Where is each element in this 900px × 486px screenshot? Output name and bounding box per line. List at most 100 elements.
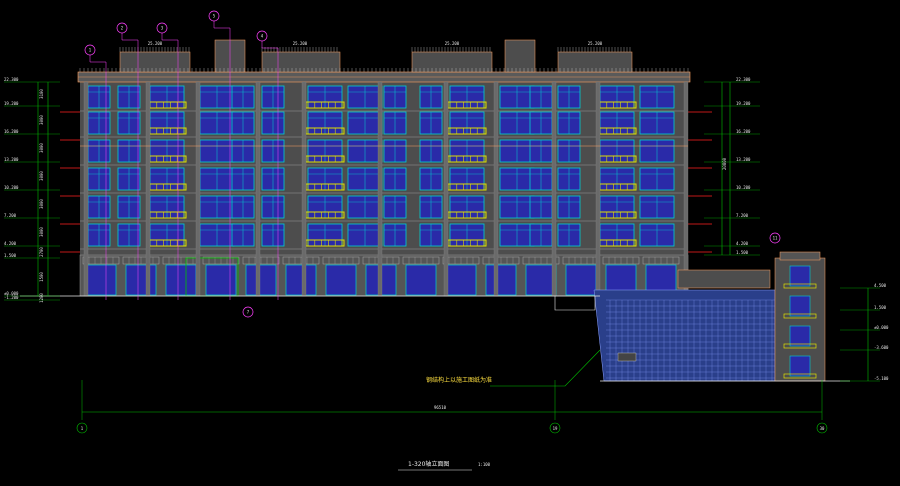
site-step bbox=[554, 296, 596, 311]
annex-upper-block bbox=[677, 269, 771, 289]
left-elevation-mark: 1.500 bbox=[4, 253, 17, 258]
left-dimensions: 22.30019.20016.20013.20010.2007.2004.200… bbox=[4, 77, 60, 303]
roof-elevation-mark: 25.200 bbox=[293, 41, 308, 46]
callout-label: 11 bbox=[773, 236, 778, 241]
pilaster bbox=[145, 81, 151, 297]
pilaster bbox=[255, 81, 261, 297]
annex-elevation-mark: ±0.000 bbox=[874, 325, 889, 330]
left-floor-height: 3000 bbox=[39, 143, 44, 153]
right-elevation-mark: 16.200 bbox=[736, 129, 751, 134]
callout-label: 1 bbox=[89, 48, 92, 53]
pilasters bbox=[80, 81, 689, 297]
leader-line bbox=[490, 349, 601, 387]
pilaster bbox=[301, 81, 307, 297]
right-elevation-group: 22.30019.20016.20013.20010.2007.2004.200… bbox=[704, 77, 760, 256]
callout-label: 5 bbox=[213, 14, 216, 19]
annex-tower-roof bbox=[779, 251, 821, 261]
pilaster bbox=[83, 81, 89, 297]
right-elevation-mark: 10.200 bbox=[736, 185, 751, 190]
annex-window bbox=[789, 355, 811, 377]
right-elevation-mark: 13.200 bbox=[736, 157, 751, 162]
annex-tower-windows bbox=[783, 265, 817, 379]
annex-elevation-mark: -3.600 bbox=[874, 345, 889, 350]
curtain-wall-grid bbox=[606, 299, 775, 381]
callout-label: 4 bbox=[261, 34, 264, 39]
axis-label-1: 1 bbox=[81, 426, 84, 431]
axis-label-19: 19 bbox=[553, 426, 558, 431]
left-floor-height: 3000 bbox=[39, 227, 44, 237]
pilaster bbox=[443, 81, 449, 297]
stair-tower-2 bbox=[504, 39, 536, 73]
right-elevation-mark: 1.500 bbox=[736, 250, 749, 255]
penthouse-2 bbox=[261, 51, 341, 73]
pilaster bbox=[195, 81, 201, 297]
left-floor-height: 3000 bbox=[39, 171, 44, 181]
left-floor-height: 3100 bbox=[39, 89, 44, 99]
axis-bubbles: 1 19 30 bbox=[76, 422, 828, 434]
overall-dim-value: 96510 bbox=[434, 405, 447, 410]
shopfront-window bbox=[245, 264, 277, 296]
shopfront-window bbox=[85, 264, 117, 296]
ground-floor-shopfronts bbox=[82, 256, 680, 297]
drawing-title: 1-320轴立面图 bbox=[408, 460, 449, 468]
shopfront-window bbox=[125, 264, 157, 296]
roof-elevation-mark: 25.200 bbox=[588, 41, 603, 46]
callout-leader bbox=[161, 33, 179, 300]
pilaster bbox=[377, 81, 383, 297]
axis-bubble-19 bbox=[549, 422, 561, 434]
shopfront-window bbox=[445, 264, 477, 296]
left-elevation-group: 22.30019.20016.20013.20010.2007.2004.200… bbox=[4, 77, 60, 303]
detail-callouts: 1 2 3 5 4 7 11 bbox=[84, 10, 781, 318]
callout-label: 3 bbox=[161, 26, 164, 31]
shopfront-window bbox=[205, 264, 237, 296]
annex-balcony bbox=[783, 313, 817, 319]
penthouse-4 bbox=[557, 51, 633, 73]
axis-label-30: 30 bbox=[820, 426, 825, 431]
annex-building bbox=[593, 251, 826, 382]
right-total-dimension: 20800 bbox=[722, 157, 727, 170]
overall-dimension: 96510 bbox=[81, 380, 823, 420]
shopfront-window bbox=[565, 264, 597, 296]
callout-leader bbox=[261, 41, 279, 300]
annex-balcony bbox=[783, 373, 817, 379]
left-elevation-mark: ±0.000 bbox=[4, 291, 19, 296]
callout-leader bbox=[121, 33, 139, 300]
left-floor-height: 2700 bbox=[39, 247, 44, 257]
annex-window bbox=[789, 265, 811, 287]
annex-balcony bbox=[783, 283, 817, 289]
left-elevation-mark: 4.200 bbox=[4, 241, 17, 246]
right-elevation-mark: 22.300 bbox=[736, 77, 751, 82]
right-dimensions: 22.30019.20016.20013.20010.2007.2004.200… bbox=[704, 77, 760, 256]
shopfront-window bbox=[325, 264, 357, 296]
window-grid bbox=[60, 85, 712, 253]
annex-window bbox=[789, 325, 811, 347]
callout-label: 7 bbox=[247, 310, 250, 315]
left-floor-height: 1500 bbox=[39, 272, 44, 282]
left-elevation-mark: 19.200 bbox=[4, 101, 19, 106]
callout-label: 2 bbox=[121, 26, 124, 31]
right-elevation-mark: 19.200 bbox=[736, 101, 751, 106]
left-floor-height: 1200 bbox=[39, 293, 44, 303]
axis-bubble-1 bbox=[76, 422, 88, 434]
right-elevation-mark: 7.200 bbox=[736, 213, 749, 218]
left-elevation-mark: 16.200 bbox=[4, 129, 19, 134]
pilaster bbox=[493, 81, 499, 297]
pilaster bbox=[683, 81, 689, 297]
left-elevation-mark: -1.200 bbox=[4, 295, 19, 300]
roof-elevation-mark: 25.200 bbox=[148, 41, 163, 46]
left-elevation-mark: 7.200 bbox=[4, 213, 17, 218]
annex-door bbox=[617, 352, 637, 362]
penthouse-1 bbox=[119, 51, 191, 73]
annotation-note: 钢结构上以施工图纸为准 bbox=[426, 376, 492, 384]
left-elevation-mark: 10.200 bbox=[4, 185, 19, 190]
shopfront-window bbox=[285, 264, 317, 296]
left-floor-height: 3000 bbox=[39, 115, 44, 125]
axis-bubble-30 bbox=[816, 422, 828, 434]
left-elevation-mark: 13.200 bbox=[4, 157, 19, 162]
annex-window bbox=[789, 295, 811, 317]
